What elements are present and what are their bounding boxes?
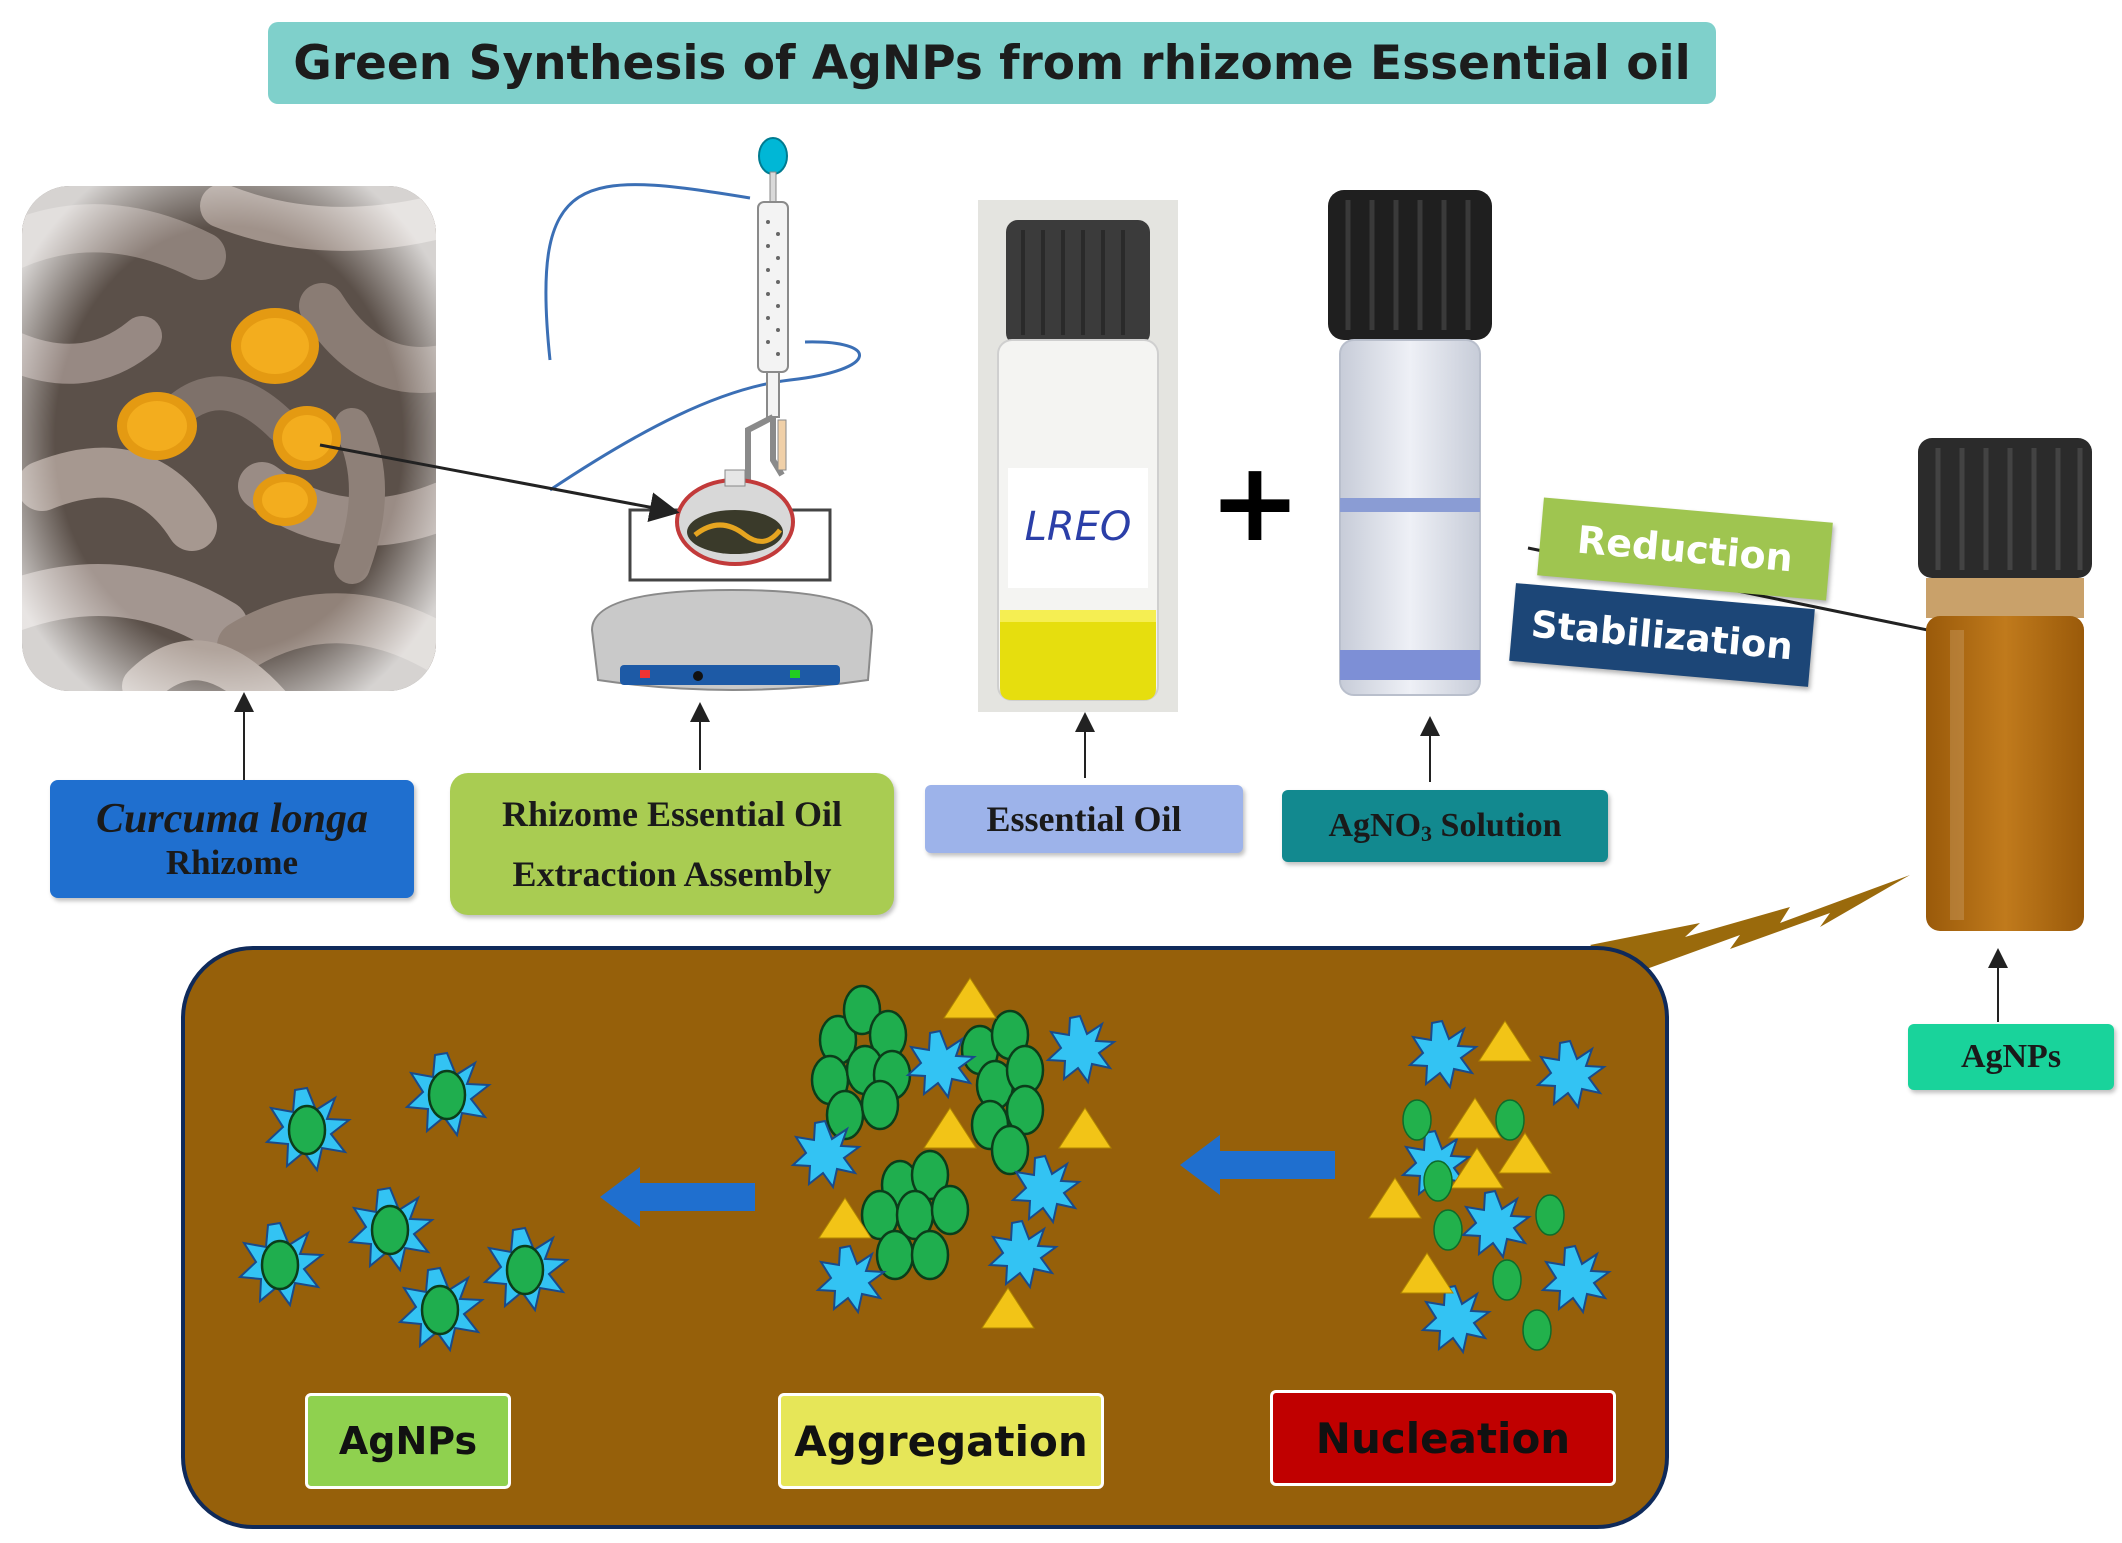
page-title: Green Synthesis of AgNPs from rhizome Es… — [293, 35, 1691, 91]
agno3-label-box: AgNO 3 Solution — [1282, 790, 1608, 862]
extraction-label-line1: Rhizome Essential Oil — [502, 794, 842, 834]
extraction-label-box: Rhizome Essential Oil Extraction Assembl… — [450, 773, 894, 915]
stage-aggregation-label: Aggregation — [778, 1393, 1104, 1489]
arrow-rhizome-to-flask — [319, 443, 680, 522]
agnps-side-label-box: AgNPs — [1908, 1024, 2114, 1090]
blue-arrow-icon-left — [600, 1167, 755, 1227]
agno3-label-suffix: Solution — [1432, 807, 1562, 844]
stage-agnps-label: AgNPs — [305, 1393, 511, 1489]
plus-sign: + — [1208, 438, 1302, 566]
agno3-label-prefix: AgNO — [1328, 807, 1422, 844]
agno3-label-subscript: 3 — [1421, 821, 1433, 846]
blue-arrow-icon-right — [1180, 1135, 1335, 1195]
agnps-side-label: AgNPs — [1960, 1038, 2062, 1075]
agnps-vial-icon — [1918, 438, 2092, 931]
essential-oil-label-box: Essential Oil — [925, 785, 1243, 853]
rhizome-species-label: Curcuma longa — [96, 796, 368, 842]
stage-nucleation-label: Nucleation — [1270, 1390, 1616, 1486]
rhizome-part-label: Rhizome — [165, 843, 299, 882]
vial-tag-label: LREO — [1025, 504, 1132, 550]
essential-oil-vial-icon: LREO — [978, 200, 1178, 712]
lightning-bolt-icon — [1590, 875, 1910, 975]
essential-oil-label: Essential Oil — [986, 799, 1182, 839]
mechanism-panel — [181, 946, 1669, 1529]
extraction-label-line2: Extraction Assembly — [512, 854, 832, 894]
title-banner: Green Synthesis of AgNPs from rhizome Es… — [268, 22, 1716, 104]
turmeric-rhizome-photo — [22, 186, 436, 691]
agno3-vial-icon — [1328, 190, 1492, 696]
rhizome-label-box: Curcuma longa Rhizome — [50, 780, 414, 898]
